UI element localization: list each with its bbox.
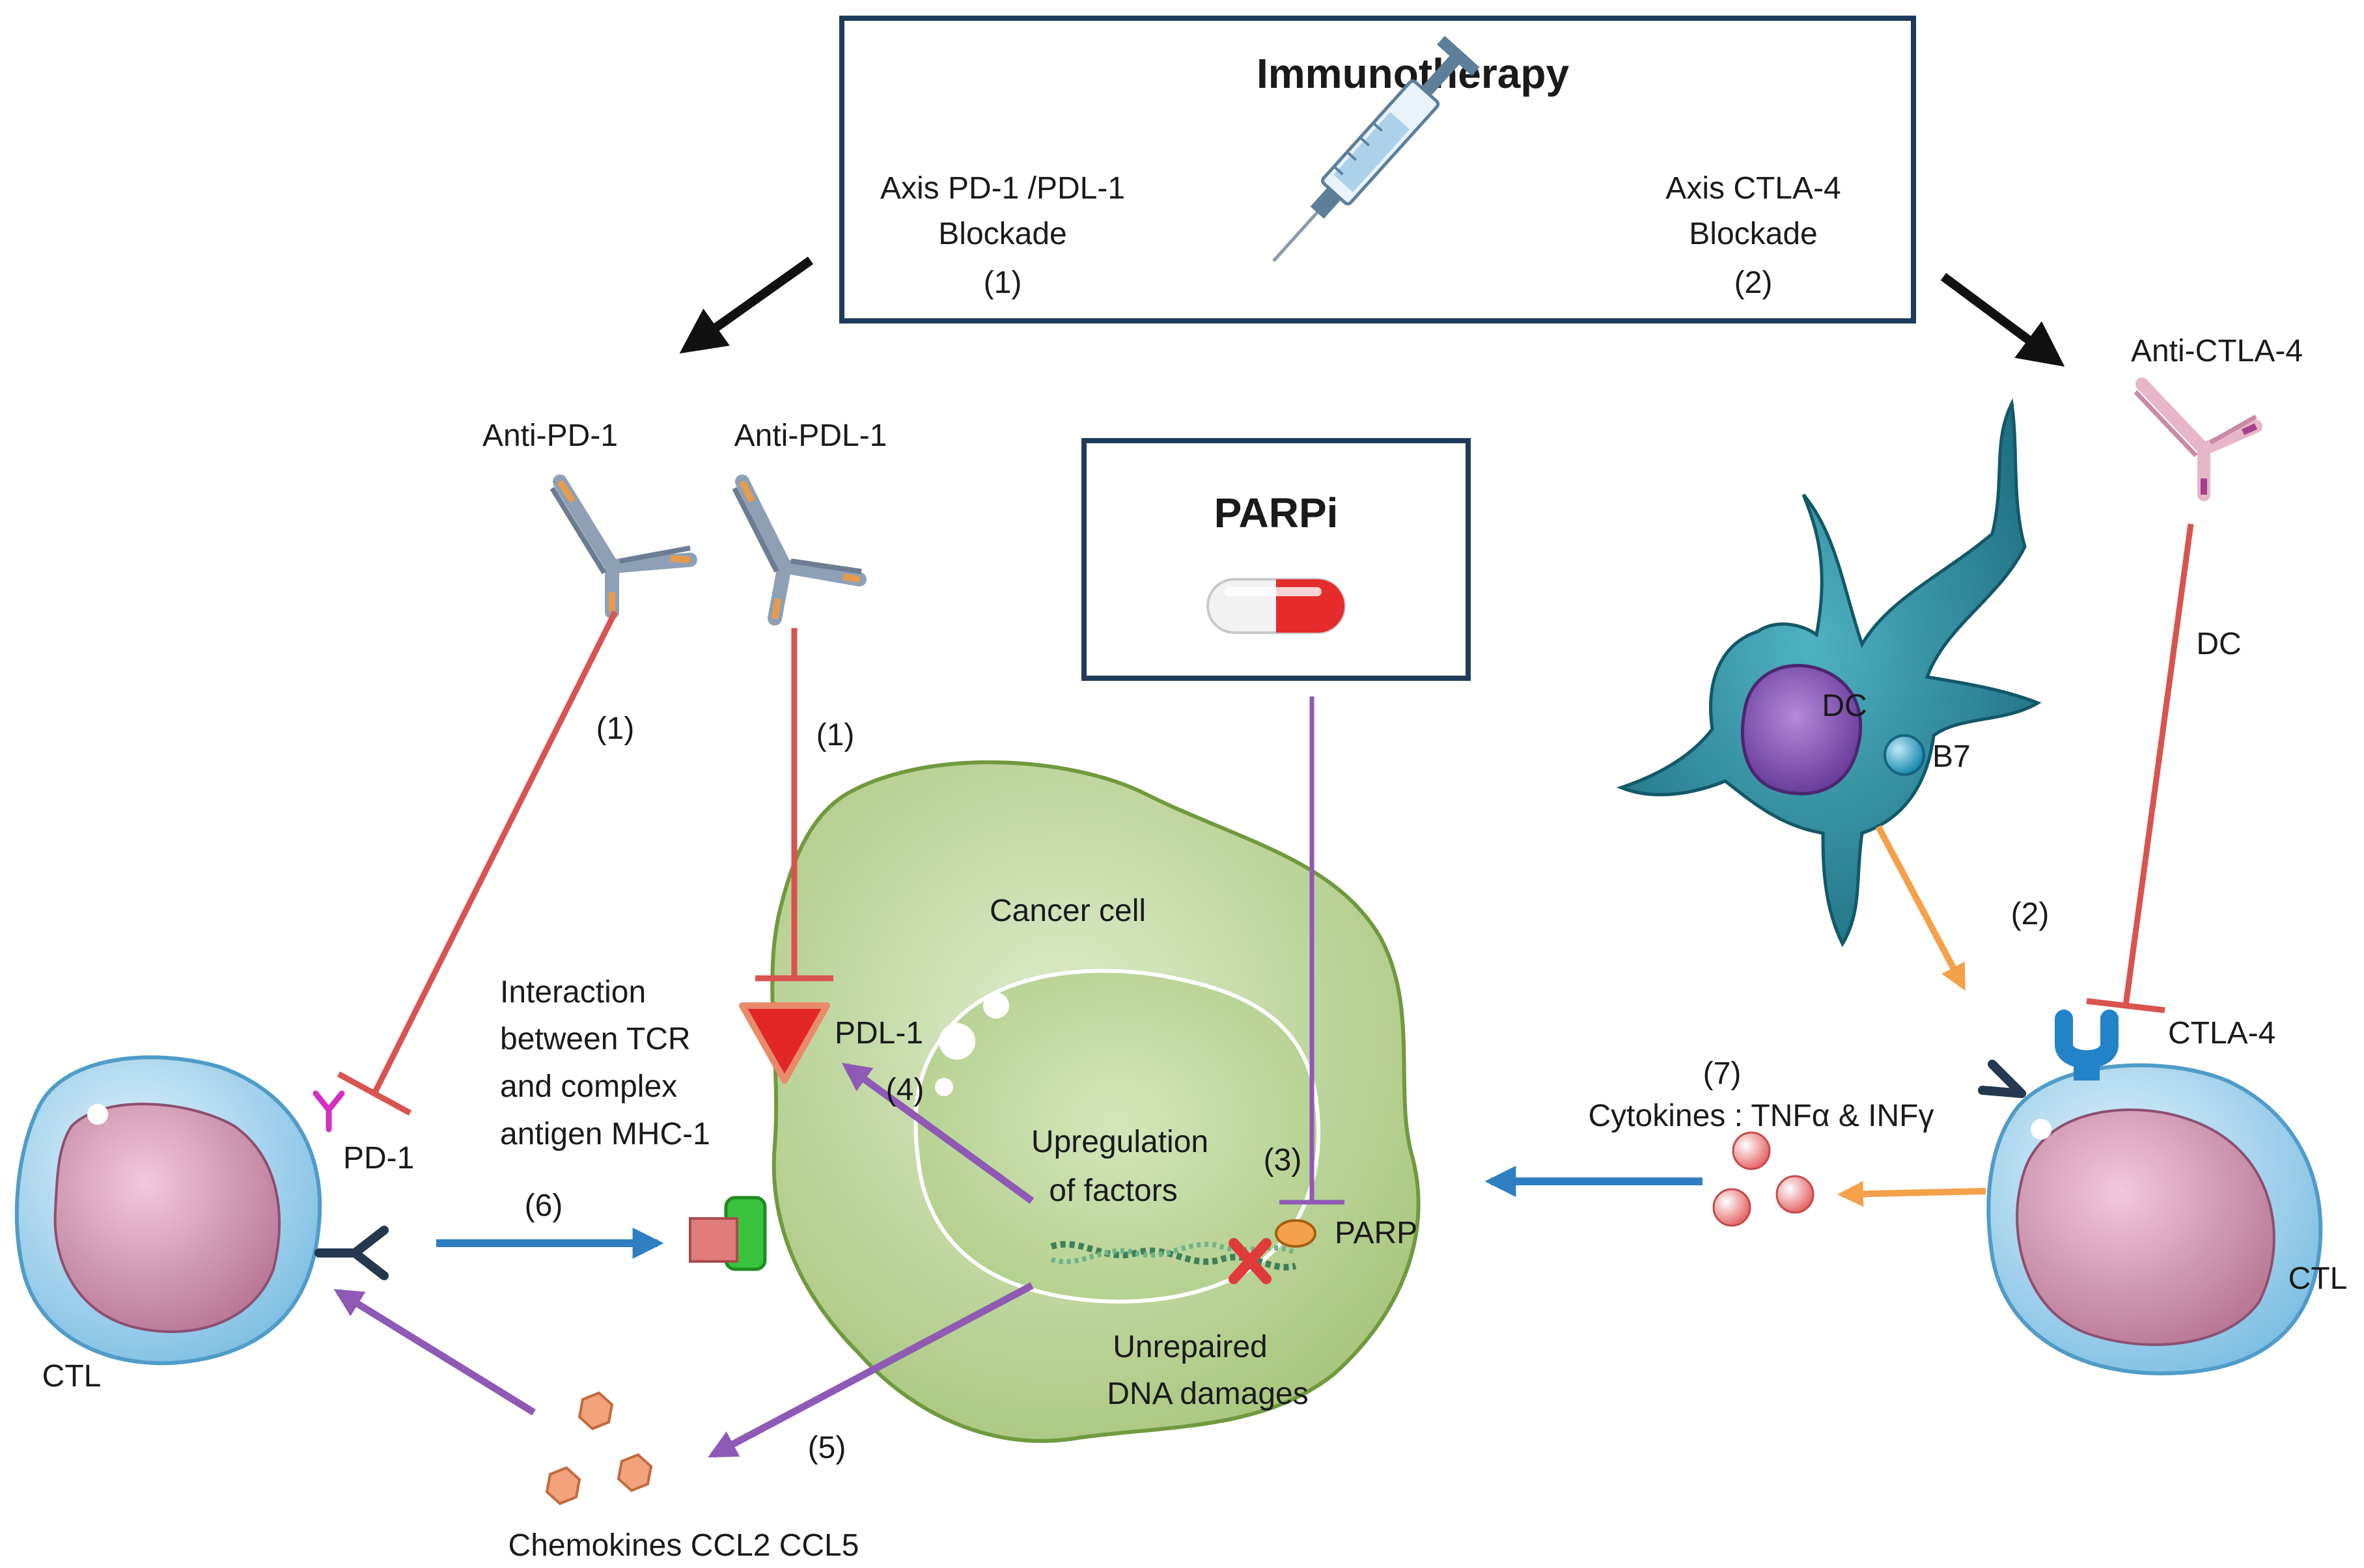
interaction-label-4: antigen MHC-1 (500, 1117, 710, 1151)
dna-damage-icon (1229, 1238, 1272, 1284)
cytokine-icon (1732, 1131, 1771, 1170)
parpi-box-frame (1081, 438, 1471, 681)
arrow-to-anti-ctla4 (1940, 273, 2065, 367)
chemokine-icon (617, 1453, 653, 1492)
axis-ctla4-label: Axis CTLA-4 (1665, 171, 1841, 206)
syringe-icon (1272, 36, 1480, 262)
arrow-ctl-to-cytokines (1837, 1181, 1986, 1207)
arrow-to-anti-pd1 (679, 256, 814, 354)
axis-pd1-number: (1) (984, 266, 1022, 300)
chemokine-icon (545, 1466, 581, 1506)
ctl-right-nucleus (2016, 1108, 2275, 1346)
cytokine-icon (1712, 1188, 1751, 1227)
dna-helix-icon (1050, 1241, 1297, 1271)
step-7: (7) (1703, 1056, 1742, 1091)
ctl-left-label: CTL (42, 1359, 102, 1394)
upregulation-label-1: Upregulation (1031, 1125, 1208, 1159)
parpi-title: PARPi (1214, 489, 1339, 536)
step-6: (6) (525, 1189, 563, 1223)
axis-pd1-blockade-label: Blockade (938, 217, 1066, 251)
axis-ctla4-number: (2) (1734, 266, 1773, 300)
anti-ctla4-label: Anti-CTLA-4 (2131, 334, 2303, 368)
inhibition-anti-pdl1 (755, 628, 833, 982)
tcr-receptor-icon (314, 1226, 389, 1280)
anti-ctla4-antibody-icon (2134, 378, 2262, 501)
immunotherapy-box: Immunotherapy Axis PD-1 /PDL-1 Blockade … (839, 16, 1916, 323)
dc-side-label: DC (2196, 627, 2241, 661)
anti-pd1-antibody-icon (549, 475, 697, 619)
step-3: (3) (1264, 1143, 1302, 1177)
b7-label: B7 (1932, 739, 1971, 774)
axis-ctla4-blockade-label: Blockade (1689, 217, 1817, 251)
ctl-right-label: CTL (2288, 1261, 2348, 1296)
anti-pd1-label: Anti-PD-1 (482, 419, 618, 453)
pdl1-label: PDL-1 (835, 1016, 923, 1051)
arrow-dc-to-ctl (1875, 825, 1966, 991)
cytokine-molecules (1712, 1131, 1815, 1227)
step-2: (2) (2011, 897, 2050, 931)
vesicle (87, 1104, 108, 1125)
step-1-anti-pd1: (1) (596, 711, 635, 746)
anti-pdl1-antibody-icon (732, 475, 867, 626)
vesicle (935, 1078, 953, 1096)
step-1-anti-pdl1: (1) (816, 718, 855, 752)
ctl-left-cell (14, 1055, 389, 1366)
step-4: (4) (886, 1073, 925, 1107)
inhibition-anti-pd1 (337, 610, 619, 1116)
vesicle (939, 1023, 975, 1060)
inhibition-anti-ctla4 (2086, 523, 2194, 1013)
ctla4-label: CTLA-4 (2168, 1016, 2275, 1051)
ctl-left-nucleus (53, 1103, 281, 1333)
mhc-complex-icon (689, 1196, 767, 1271)
parpi-box: PARPi (1081, 438, 1471, 681)
arrow-upregulation-to-pdl1 (841, 1062, 1035, 1204)
interaction-label-1: Interaction (500, 975, 646, 1010)
arrow-chemokines-to-ctl (333, 1289, 536, 1416)
pill-icon (1206, 578, 1346, 634)
chemokine-icon (577, 1391, 614, 1431)
interaction-label-3: and complex (500, 1069, 677, 1104)
unrepaired-label-1: Unrepaired (1113, 1330, 1267, 1364)
interaction-label-2: between TCR (500, 1022, 691, 1056)
parp-label: PARP (1335, 1216, 1417, 1250)
step-5: (5) (808, 1431, 846, 1465)
ctl-right-cell (1978, 1010, 2323, 1376)
pdl1-receptor-icon (739, 1002, 830, 1084)
unrepaired-label-2: DNA damages (1107, 1377, 1309, 1411)
cytokines-label: Cytokines : TNFα & INFγ (1589, 1099, 1934, 1133)
cancer-cell (689, 760, 1421, 1443)
vesicle (983, 993, 1009, 1019)
chemokines-label: Chemokines CCL2 CCL5 (508, 1528, 859, 1563)
pd1-receptor-icon (313, 1090, 345, 1133)
upregulation-label-2: of factors (1049, 1174, 1177, 1208)
b7-molecule-icon (1884, 734, 1925, 776)
inhibition-parpi (1279, 696, 1344, 1205)
dendritic-cell (1616, 398, 2042, 948)
anti-pdl1-label: Anti-PDL-1 (734, 419, 887, 453)
axis-pd1-label: Axis PD-1 /PDL-1 (880, 171, 1125, 206)
dendritic-cell-nucleus (1740, 664, 1863, 795)
pd1-label: PD-1 (343, 1141, 414, 1176)
arrow-upregulation-to-chemokines (708, 1282, 1034, 1458)
ctla4-receptor-icon (2055, 1010, 2119, 1080)
dc-cell-label: DC (1822, 689, 1867, 723)
cancer-cell-label: Cancer cell (990, 894, 1146, 928)
parp-icon (1275, 1219, 1316, 1248)
chemokine-molecules (545, 1391, 653, 1506)
vesicle (2031, 1119, 2051, 1140)
tcr-receptor-icon (1978, 1060, 2026, 1098)
cytokine-icon (1775, 1175, 1815, 1214)
